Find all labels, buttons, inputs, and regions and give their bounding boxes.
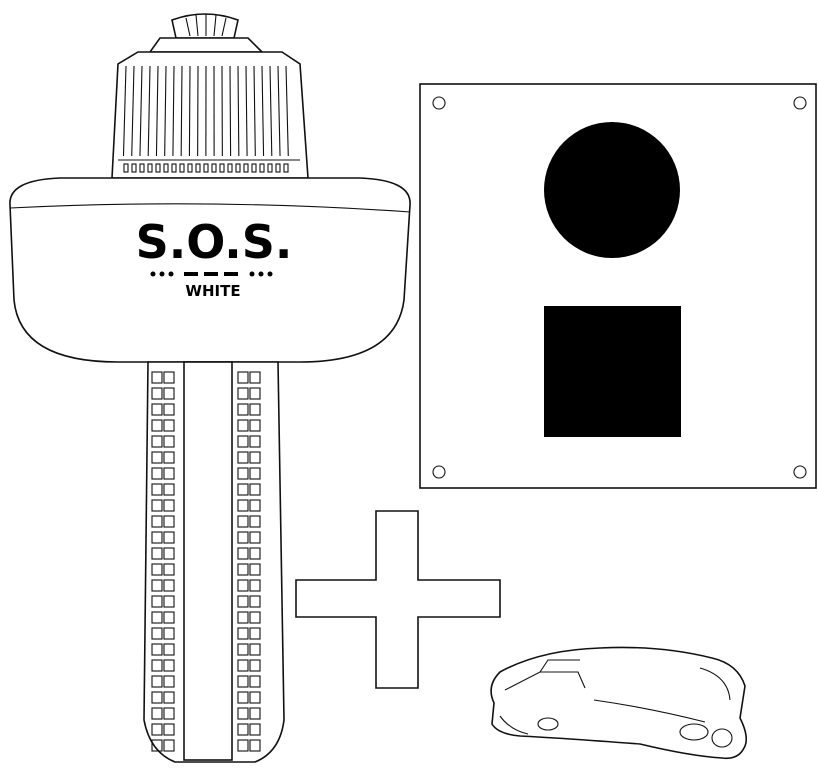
beacon-handle	[143, 361, 285, 763]
beacon-top-cap	[148, 13, 264, 53]
model-label: WHITE	[185, 282, 240, 300]
sos-beacon: S.O.S. WHITE	[9, 13, 411, 763]
panel-screw-hole	[793, 465, 807, 479]
circle-symbol	[544, 122, 680, 258]
plus-icon	[295, 510, 501, 689]
beacon-float: S.O.S. WHITE	[9, 177, 411, 363]
sos-logo-text: S.O.S.	[136, 215, 293, 269]
whistle-icon	[490, 646, 748, 760]
panel-screw-hole	[793, 96, 807, 110]
panel-screw-hole	[432, 96, 446, 110]
sos-logo: S.O.S. WHITE	[136, 215, 293, 300]
signal-panel	[419, 83, 817, 489]
panel-screw-hole	[432, 465, 446, 479]
sos-morse-dots	[150, 271, 273, 277]
square-symbol	[544, 306, 681, 437]
beacon-ribbed-housing	[111, 51, 309, 179]
